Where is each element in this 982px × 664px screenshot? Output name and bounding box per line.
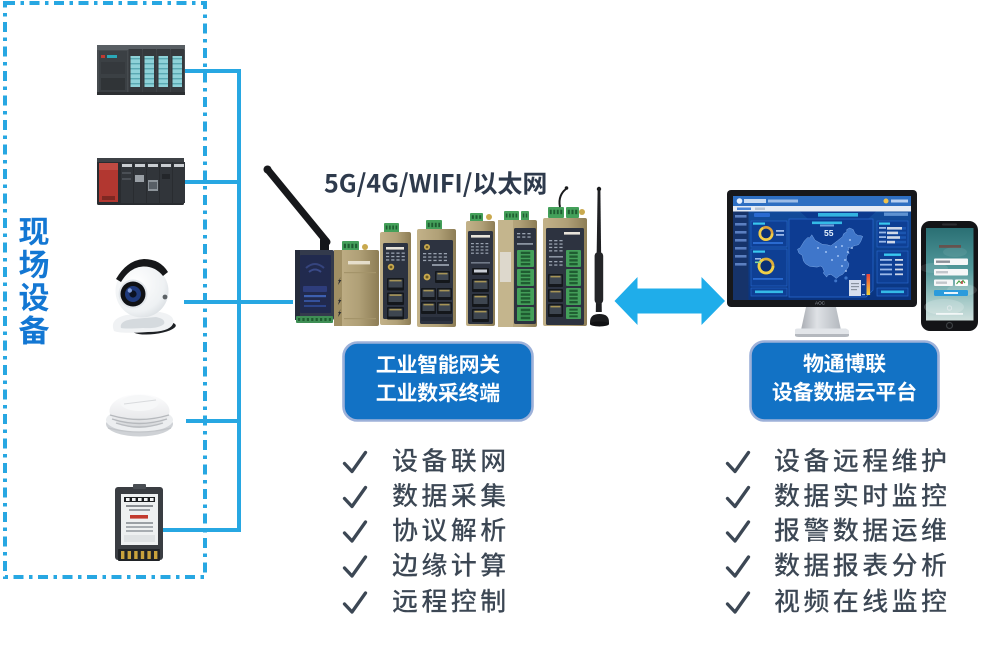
svg-text:AOC: AOC: [815, 301, 826, 306]
svg-text:55: 55: [824, 228, 834, 238]
